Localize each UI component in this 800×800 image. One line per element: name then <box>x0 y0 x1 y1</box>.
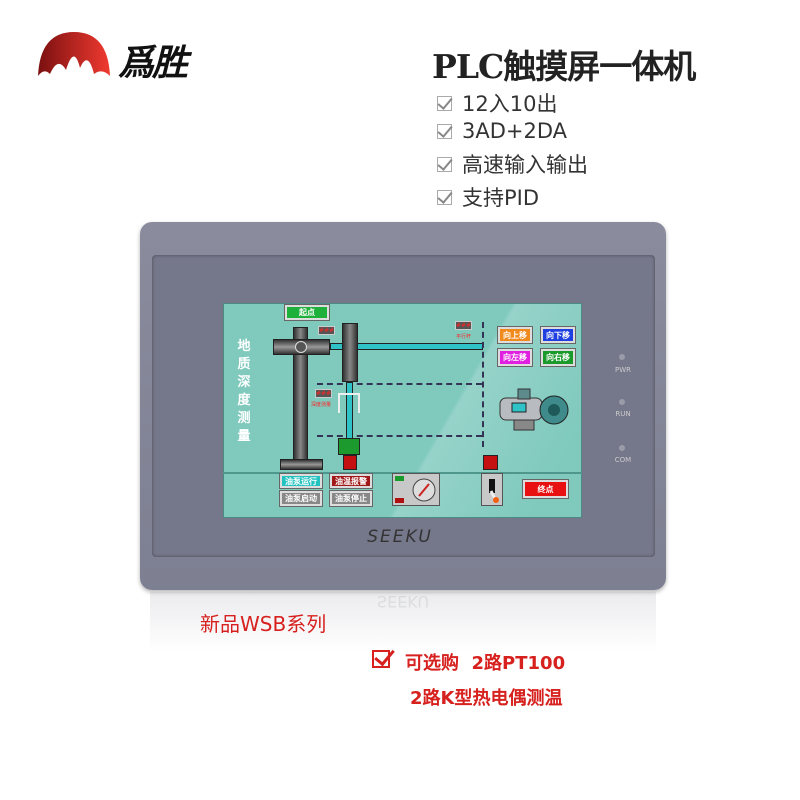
checkbox-icon <box>437 189 452 205</box>
start-button[interactable]: 起点 <box>285 305 329 320</box>
move-up-button[interactable]: 向上移 <box>498 327 532 343</box>
checkbox-icon <box>372 650 390 668</box>
side-title: 地质深度测量 <box>237 339 251 444</box>
move-left-button[interactable]: 向左移 <box>498 349 532 366</box>
counter-display: ### <box>318 326 335 335</box>
brand-logo <box>38 32 110 76</box>
drill-head-icon <box>343 455 357 470</box>
depth-label: 深度测量 <box>311 402 332 408</box>
checkbox-icon <box>437 123 452 139</box>
gauge-panel[interactable] <box>392 473 440 506</box>
toggle-switch[interactable] <box>481 473 503 506</box>
pwr-led <box>619 354 625 360</box>
vertical-arm <box>342 323 358 382</box>
run-led <box>619 399 625 405</box>
feature-item: 3AD+2DA <box>437 119 567 143</box>
feature-text: 3AD+2DA <box>462 119 568 143</box>
feature-text: 12入10出 <box>462 92 558 116</box>
checkbox-icon <box>437 95 452 111</box>
parallel-label: 平行杆 <box>456 334 472 340</box>
device-reflection: SEEKU <box>150 592 656 652</box>
indicator-light <box>483 455 498 470</box>
depth-range-box <box>317 383 482 437</box>
option-line: 可选购 2路PT100 <box>405 653 566 674</box>
pump-running-button[interactable]: 油泵运行 <box>280 474 322 488</box>
clamp-icon <box>338 438 360 455</box>
feature-item: 12入10出 <box>437 88 557 118</box>
motor-icon <box>499 388 569 431</box>
gripper-icon <box>338 393 360 413</box>
feature-text: 支持PID <box>462 186 540 210</box>
brand-name: 爲胜 <box>118 42 188 84</box>
pump-stop-button[interactable]: 油泵停止 <box>330 491 372 506</box>
end-button[interactable]: 终点 <box>523 480 568 498</box>
series-label: 新品WSB系列 <box>200 612 327 636</box>
move-down-button[interactable]: 向下移 <box>541 327 575 343</box>
checkbox-icon <box>437 156 452 172</box>
pump-start-button[interactable]: 油泵启动 <box>280 491 322 506</box>
feature-item: 支持PID <box>437 182 539 212</box>
com-led <box>619 445 625 451</box>
oil-temp-alarm-button[interactable]: 油温报警 <box>330 474 372 488</box>
run-label: RUN <box>615 410 631 418</box>
option-line: 2路K型热电偶测温 <box>410 688 563 709</box>
com-label: COM <box>614 456 632 464</box>
parallel-counter: ### <box>455 321 472 330</box>
feature-item: 高速输入输出 <box>437 149 588 179</box>
feature-text: 高速输入输出 <box>462 153 588 177</box>
product-title: PLC触摸屏一体机 <box>432 47 696 86</box>
dashed-guide <box>482 322 484 447</box>
pivot-icon <box>295 341 307 353</box>
depth-counter: ### <box>315 389 332 398</box>
column-base <box>280 459 323 470</box>
device-brand-label: SEEKU <box>367 527 433 547</box>
move-right-button[interactable]: 向右移 <box>541 349 575 366</box>
pwr-label: PWR <box>614 366 631 374</box>
